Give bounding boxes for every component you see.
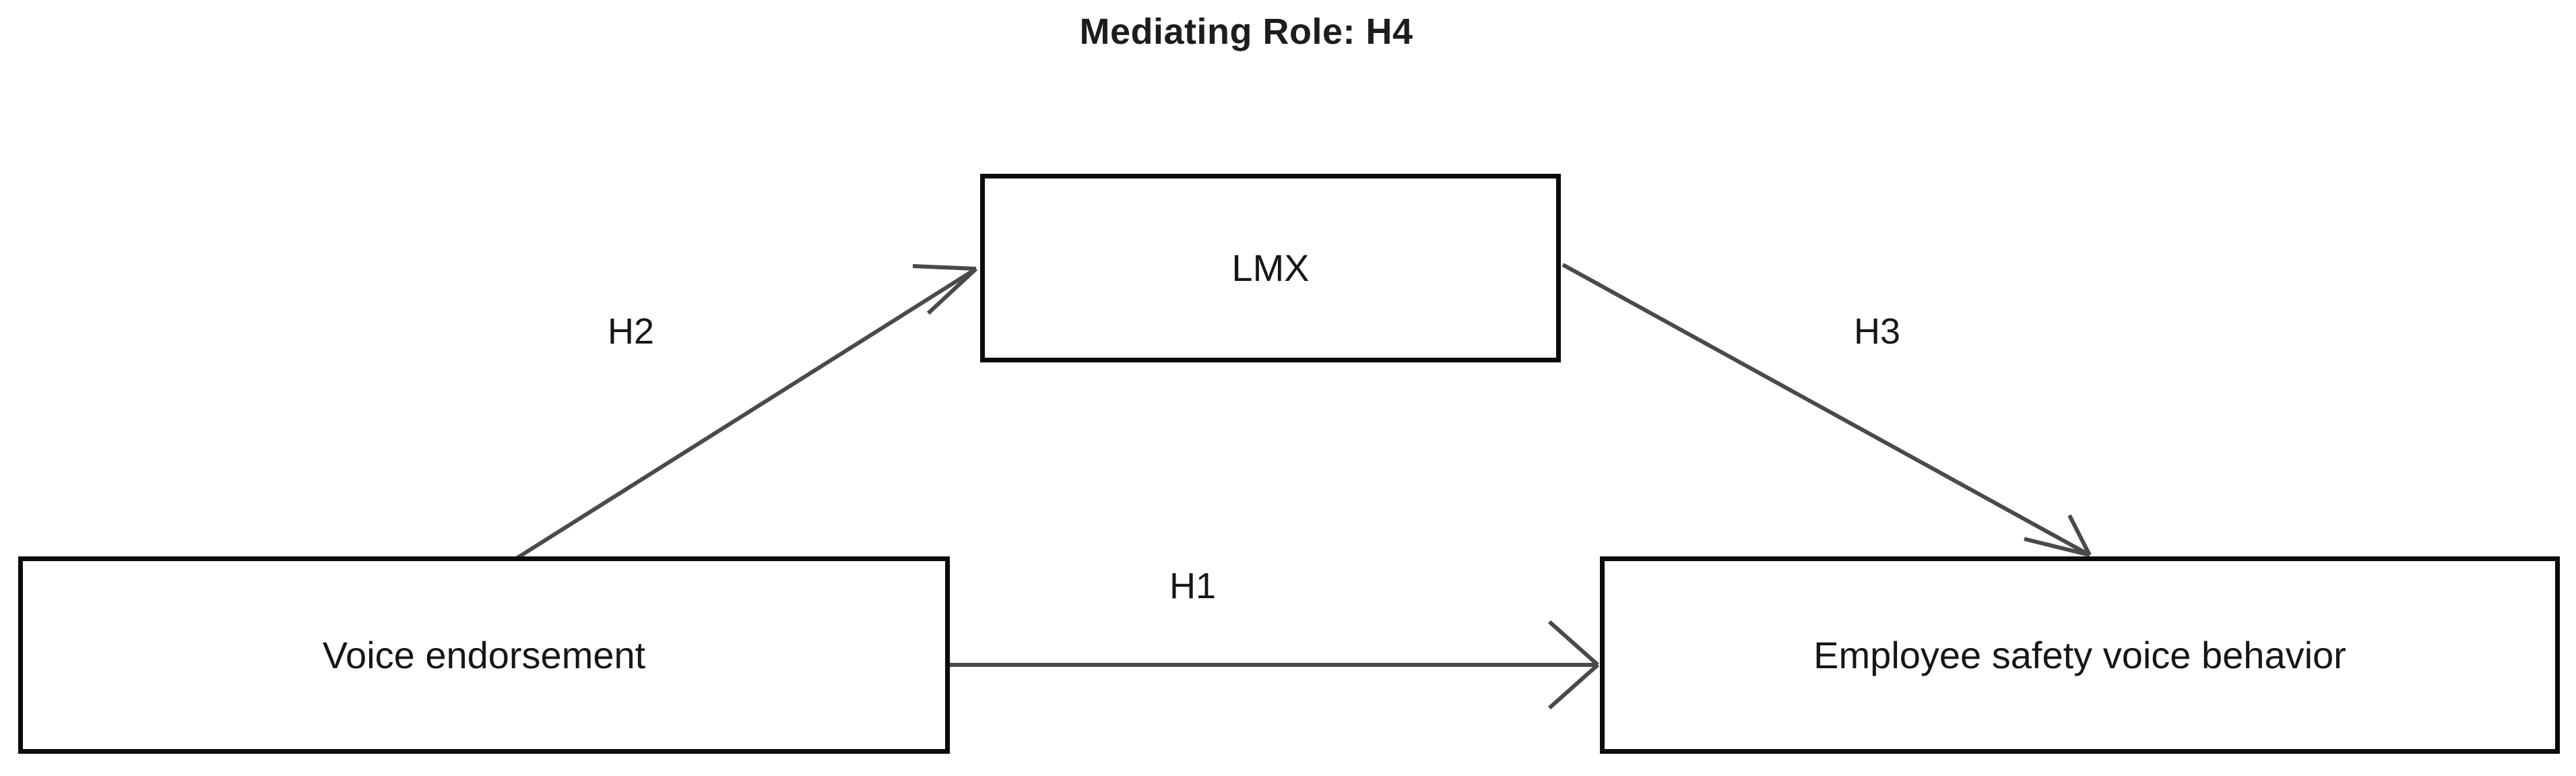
edge-label-h3: H3 <box>1854 311 1901 352</box>
node-employee-safety[interactable]: Employee safety voice behavior <box>1600 556 2560 754</box>
edge-label-h1: H1 <box>1169 566 1217 606</box>
node-lmx[interactable]: LMX <box>980 174 1561 362</box>
node-voice-endorsement-label: Voice endorsement <box>322 633 646 676</box>
node-employee-safety-label: Employee safety voice behavior <box>1813 633 2346 676</box>
node-voice-endorsement[interactable]: Voice endorsement <box>18 556 950 754</box>
edge-label-h2: H2 <box>608 311 655 352</box>
edge-h2-arrow <box>516 264 978 560</box>
node-lmx-label: LMX <box>1231 247 1310 289</box>
edge-h3-arrow <box>1561 263 2092 557</box>
diagram-title: Mediating Role: H4 <box>1079 11 1413 52</box>
edge-h1-arrow <box>950 620 1599 710</box>
